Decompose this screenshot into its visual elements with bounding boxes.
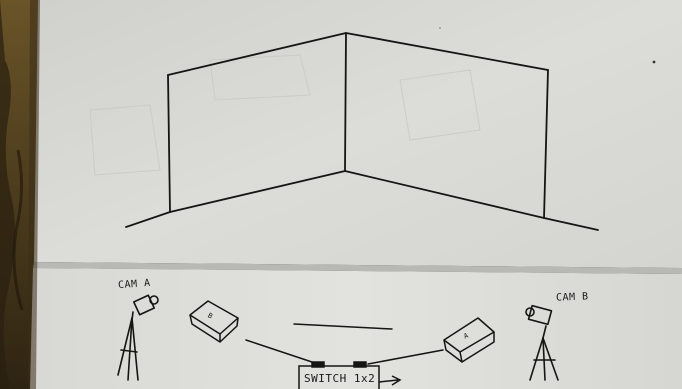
cam-a-label: CAM A: [118, 278, 151, 291]
switch-label: SWITCH 1x2: [304, 372, 375, 385]
cam-b-label: CAM B: [556, 291, 589, 303]
wall-corner-edge: [345, 33, 346, 171]
